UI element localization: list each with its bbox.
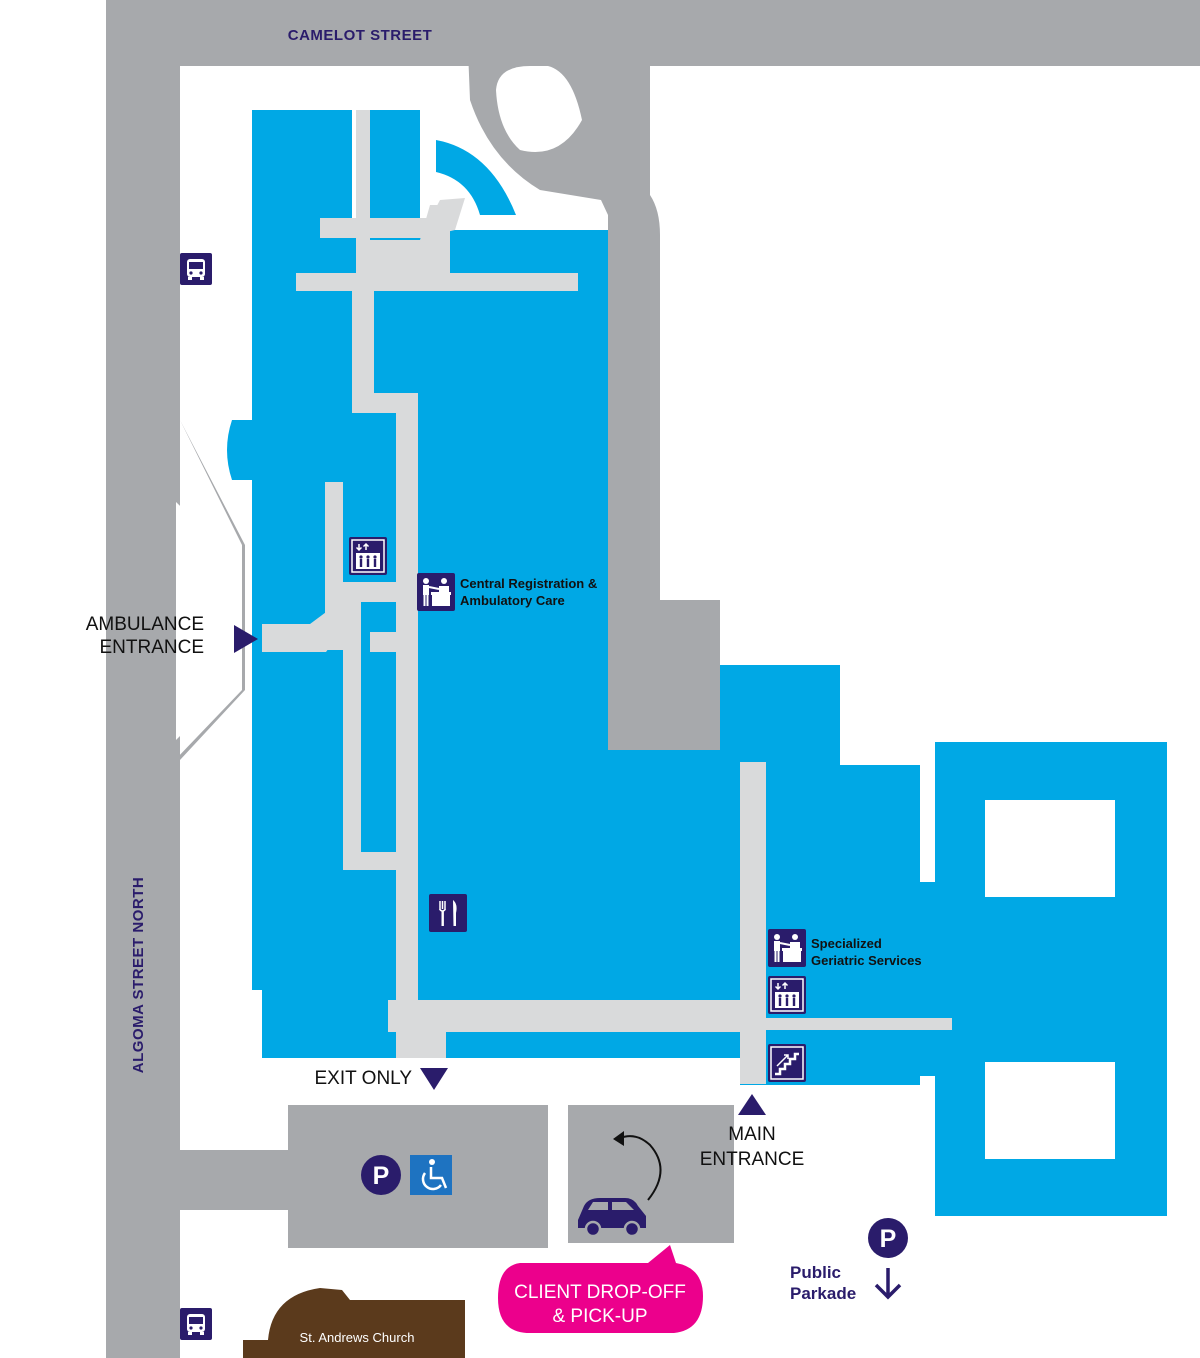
- ambulance-arrow-icon: [234, 625, 258, 653]
- parking-icon-label: P: [373, 1162, 390, 1190]
- parking-icon: [868, 1218, 908, 1258]
- hospital-building: [227, 110, 1167, 1216]
- drop-off-label-1: CLIENT DROP-OFF: [514, 1282, 686, 1303]
- public-parkade-label-2: Parkade: [790, 1284, 856, 1303]
- algoma-street-label: ALGOMA STREET NORTH: [130, 877, 147, 1073]
- ambulance-island: [176, 502, 236, 740]
- turn-arrow-icon: [613, 1131, 662, 1201]
- north-island: [496, 66, 582, 152]
- car-icon: [578, 1198, 646, 1238]
- drop-off-label-2: & PICK-UP: [552, 1306, 647, 1327]
- stairs-icon: [768, 1044, 806, 1082]
- corridor-south: [388, 1000, 766, 1032]
- ambulance-entrance-label-2: ENTRANCE: [99, 637, 204, 658]
- exit-only-label: EXIT ONLY: [315, 1068, 413, 1089]
- exit-arrow-icon: [420, 1068, 448, 1090]
- wing-east-block: [720, 665, 840, 765]
- client-drop-off[interactable]: CLIENT DROP-OFF & PICK-UP: [498, 1245, 703, 1333]
- camelot-street: [106, 0, 1200, 66]
- corridor-west-vertical: [352, 285, 374, 405]
- parking-lot-marker[interactable]: P: [361, 1155, 401, 1195]
- public-parkade-symbol: P: [880, 1225, 897, 1253]
- corridor-north-diagonal: [420, 198, 465, 238]
- bus-icon: [180, 253, 212, 285]
- corridor-east: [766, 1018, 952, 1030]
- parking-icon: [361, 1155, 401, 1195]
- central-registration[interactable]: Central Registration & Ambulatory Care: [460, 576, 597, 608]
- public-parkade-label-1: Public: [790, 1263, 841, 1282]
- corridors: [262, 110, 952, 1084]
- corridor-main-entrance: [740, 762, 766, 1084]
- west-lawn: [180, 66, 370, 420]
- main-entrance-arrow-icon: [738, 1094, 766, 1115]
- reception-icon: [768, 929, 806, 967]
- central-registration-label-1: Central Registration &: [460, 576, 597, 591]
- corridor-north-junction: [356, 110, 450, 285]
- elevator-icon: [768, 976, 806, 1014]
- st-andrews-church: [243, 1288, 465, 1358]
- corridor-inner-bottom: [343, 852, 396, 870]
- main-entrance[interactable]: MAIN ENTRANCE: [700, 1094, 805, 1170]
- down-arrow-icon: [874, 1268, 902, 1300]
- geriatric-services-label-1: Specialized: [811, 936, 882, 951]
- corridor-nook: [370, 632, 396, 652]
- main-entrance-label-2: ENTRANCE: [700, 1149, 805, 1170]
- courtyards: [985, 800, 1115, 1159]
- grounds: [176, 66, 582, 1248]
- elevator-icon: [349, 537, 387, 575]
- wing-geriatric: [740, 765, 920, 1085]
- corridor-north-upper: [320, 218, 450, 238]
- accessible-icon: [410, 1155, 452, 1195]
- corridor-south-stub: [418, 1030, 446, 1058]
- reception-icon: [417, 573, 455, 611]
- algoma-street-north: [106, 0, 180, 1358]
- bus-icon: [180, 1308, 212, 1340]
- drop-off-badge: [498, 1245, 703, 1333]
- geriatric-services[interactable]: Specialized Geriatric Services: [811, 936, 922, 968]
- church-label: St. Andrews Church: [300, 1330, 415, 1345]
- corridor-ambulance-diag: [310, 598, 345, 652]
- lot-divider-west: [548, 1105, 568, 1145]
- public-parkade[interactable]: P Public Parkade: [790, 1218, 908, 1303]
- courtyard-south: [985, 1062, 1115, 1159]
- geriatric-services-label-2: Geriatric Services: [811, 953, 922, 968]
- restaurant-icon: [429, 894, 467, 932]
- camelot-street-label: CAMELOT STREET: [288, 27, 433, 44]
- corridor-inner-loop: [343, 582, 396, 602]
- central-registration-label-2: Ambulatory Care: [460, 593, 565, 608]
- wing-north-curve: [436, 140, 516, 215]
- corridor-inner-down: [343, 600, 361, 862]
- wing-east-link: [915, 882, 955, 1076]
- corridor-main-vertical: [396, 393, 418, 1058]
- main-entrance-label-1: MAIN: [728, 1124, 776, 1145]
- courtyard-north: [985, 800, 1115, 897]
- ambulance-entrance-label-1: AMBULANCE: [86, 614, 204, 635]
- exit-only: EXIT ONLY: [315, 1068, 448, 1090]
- east-driveway: [466, 0, 720, 760]
- wing-ambulance-bump: [227, 420, 252, 480]
- ambulance-entrance[interactable]: AMBULANCE ENTRANCE: [86, 614, 258, 658]
- lot-divider-west-2: [548, 1204, 568, 1248]
